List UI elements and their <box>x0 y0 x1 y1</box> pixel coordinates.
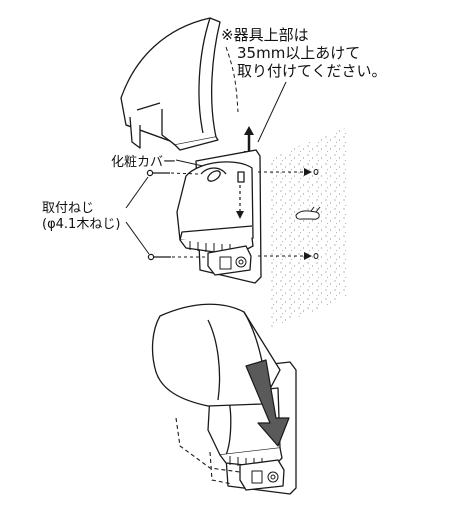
screw-bottom <box>147 252 312 261</box>
wall-hole-bottom <box>313 253 319 259</box>
clearance-note-line3: 取り付けてください。 <box>237 62 387 80</box>
cover-phantom-outline <box>175 417 241 485</box>
wall-cable <box>295 206 321 220</box>
internal-dashed-arrow <box>236 185 244 219</box>
clearance-note-line1: ※器具上部は <box>221 26 309 44</box>
fixture-body-top <box>176 149 262 284</box>
screw-label: 取付ねじ (φ4.1木ねじ) <box>42 201 120 233</box>
decorative-cover-detached <box>120 17 221 151</box>
screw-top <box>146 168 312 177</box>
slide-down-arrow <box>245 359 290 447</box>
wall-hole-top <box>313 169 319 175</box>
screw-label-line1: 取付ねじ <box>42 201 95 216</box>
clearance-note-line2: 35mm以上あけて <box>237 44 361 62</box>
cover-label: 化粧カバー <box>111 155 177 170</box>
clearance-note: ※器具上部は 35mm以上あけて 取り付けてください。 <box>221 26 387 80</box>
screw-label-line2: (φ4.1木ねじ) <box>42 217 121 232</box>
wall <box>268 127 347 330</box>
